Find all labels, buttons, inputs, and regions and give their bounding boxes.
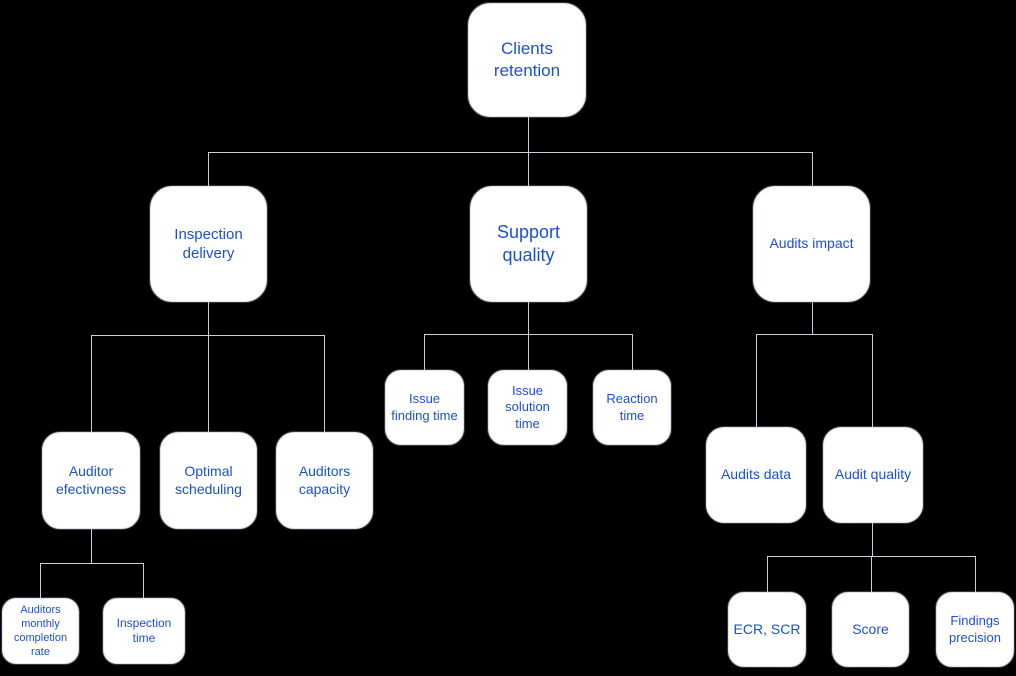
node-label: Issue finding time	[391, 390, 458, 423]
node-label: Issue solution time	[505, 382, 550, 431]
node-findings-precision[interactable]: Findings precision	[936, 592, 1014, 667]
node-label: Auditors capacity	[298, 462, 351, 497]
connector-line	[756, 334, 873, 335]
node-audit-quality[interactable]: Audit quality	[823, 427, 923, 523]
node-label: Reaction time	[606, 390, 658, 423]
connector-line	[528, 117, 529, 152]
node-label: Audit quality	[834, 466, 912, 483]
connector-line	[812, 152, 813, 186]
node-label: Audits impact	[769, 235, 854, 252]
connector-line	[871, 556, 872, 592]
connector-line	[208, 152, 813, 153]
node-clients-retention[interactable]: Clients retention	[468, 3, 586, 117]
connector-line	[767, 556, 768, 592]
node-auditor-efectivness[interactable]: Auditor efectivness	[42, 432, 140, 529]
connector-line	[528, 334, 529, 370]
node-score[interactable]: Score	[832, 592, 909, 667]
node-label: ECR, SCR	[733, 620, 801, 637]
node-optimal-scheduling[interactable]: Optimal scheduling	[160, 432, 257, 529]
connector-line	[872, 523, 873, 556]
node-inspection-time[interactable]: Inspection time	[103, 598, 185, 664]
node-label: Inspection time	[116, 615, 172, 645]
node-label: Clients retention	[493, 39, 561, 80]
connector-line	[208, 302, 209, 335]
node-issue-solution-time[interactable]: Issue solution time	[488, 370, 567, 445]
node-audits-impact[interactable]: Audits impact	[753, 186, 870, 302]
node-label: Support quality	[496, 221, 561, 265]
node-support-quality[interactable]: Support quality	[470, 186, 587, 302]
connector-line	[756, 334, 757, 427]
node-audits-data[interactable]: Audits data	[706, 427, 806, 523]
connector-line	[324, 335, 325, 432]
connector-line	[812, 302, 813, 334]
node-ecr-scr[interactable]: ECR, SCR	[728, 592, 806, 667]
connector-line	[872, 334, 873, 427]
node-issue-finding-time[interactable]: Issue finding time	[385, 370, 464, 445]
node-label: Auditor efectivness	[55, 462, 127, 497]
node-label: Audits data	[720, 466, 792, 483]
connector-line	[424, 334, 425, 370]
connector-line	[632, 334, 633, 370]
node-label: Inspection delivery	[174, 225, 243, 262]
connector-line	[528, 152, 529, 186]
connector-line	[528, 302, 529, 334]
connector-line	[208, 152, 209, 186]
connector-line	[40, 563, 41, 598]
node-reaction-time[interactable]: Reaction time	[593, 370, 671, 445]
node-auditors-monthly-completion-rate[interactable]: Auditors monthly completion rate	[2, 598, 79, 664]
connector-line	[91, 529, 92, 563]
node-inspection-delivery[interactable]: Inspection delivery	[150, 186, 267, 302]
connector-line	[143, 563, 144, 598]
node-label: Auditors monthly completion rate	[13, 603, 68, 659]
node-label: Optimal scheduling	[175, 462, 242, 497]
node-label: Score	[852, 620, 889, 637]
node-label: Findings precision	[948, 612, 1002, 645]
node-auditors-capacity[interactable]: Auditors capacity	[276, 432, 373, 529]
connector-line	[91, 335, 92, 432]
connector-line	[975, 556, 976, 592]
connector-line	[208, 335, 209, 432]
connector-line	[40, 563, 144, 564]
